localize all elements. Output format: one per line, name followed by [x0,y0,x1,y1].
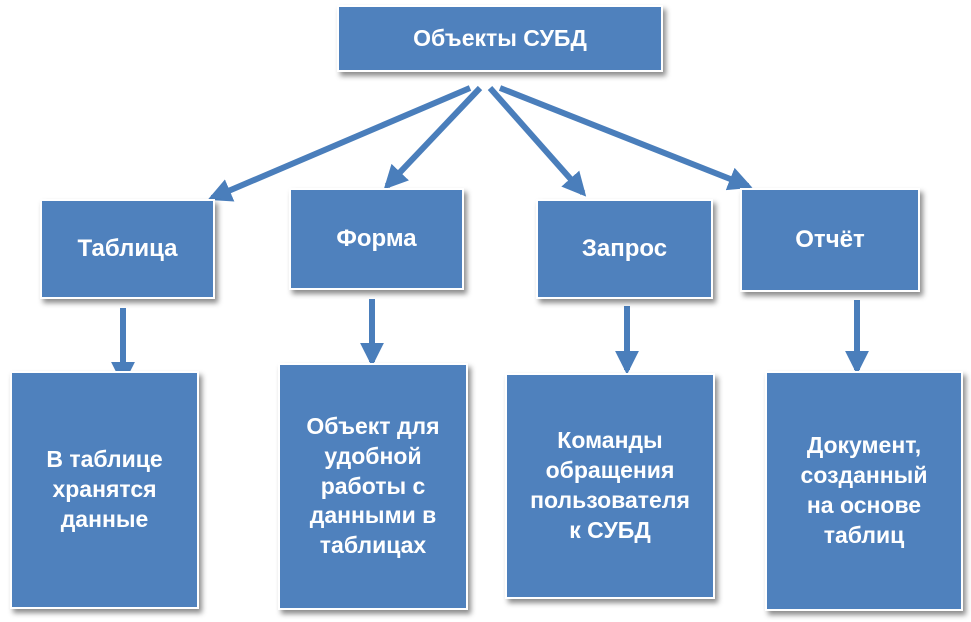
description-text: Документ, созданный на основе таблиц [800,432,928,548]
object-node-table: Таблица [40,199,215,299]
object-node-form: Форма [289,188,464,290]
object-node-report: Отчёт [740,188,920,292]
description-node-query: Команды обращения пользователя к СУБД [505,373,715,599]
object-node-label: Таблица [77,235,178,262]
root-node: Объекты СУБД [337,5,663,72]
object-node-label: Форма [336,225,417,252]
description-text: Объект для удобной работы с данными в та… [306,412,440,559]
description-node-form: Объект для удобной работы с данными в та… [278,363,468,610]
description-text: В таблице хранятся данные [46,446,163,532]
description-text: Команды обращения пользователя к СУБД [530,427,690,543]
arrow-root-to-query [487,86,587,197]
description-node-table: В таблице хранятся данные [10,371,199,609]
root-node-label: Объекты СУБД [413,25,587,51]
arrow-root-to-report [498,85,753,191]
object-node-query: Запрос [536,199,713,299]
object-node-label: Отчёт [795,226,865,253]
description-node-report: Документ, созданный на основе таблиц [765,371,963,611]
arrow-root-to-table [207,85,472,202]
object-node-label: Запрос [581,235,668,262]
arrow-root-to-form [383,85,483,190]
